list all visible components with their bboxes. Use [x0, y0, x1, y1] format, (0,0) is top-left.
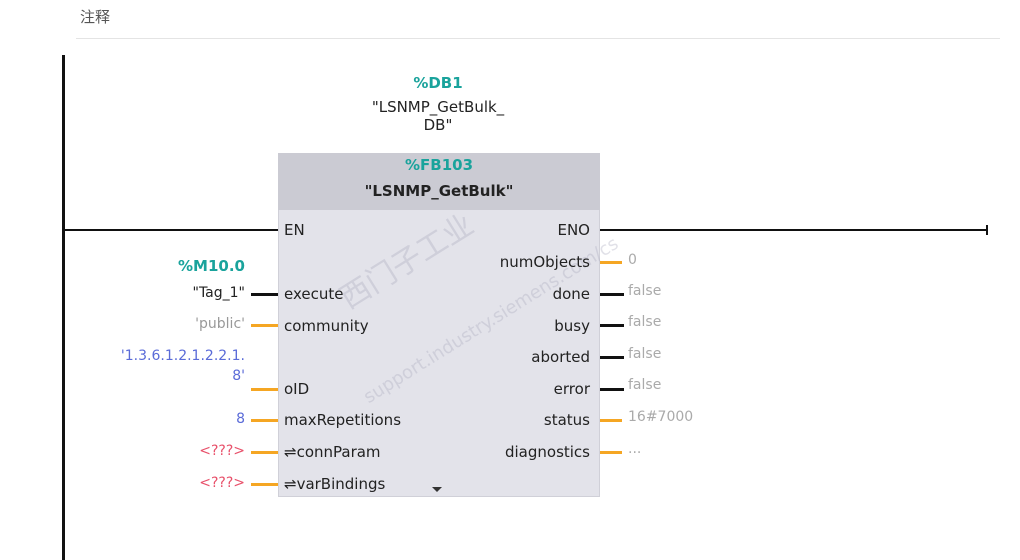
status-wire [600, 419, 622, 422]
pin-error: error [553, 380, 590, 398]
done-value: false [628, 283, 662, 299]
wire-end [986, 225, 988, 235]
execute-value[interactable]: "Tag_1" [192, 285, 246, 301]
error-value: false [628, 377, 662, 393]
block-name: "LSNMP_GetBulk" [364, 182, 514, 200]
maxrepetitions-wire [251, 419, 278, 422]
connparam-value[interactable]: <???> [199, 443, 245, 459]
expand-block-icon[interactable] [432, 487, 442, 492]
pin-eno: ENO [557, 221, 590, 239]
comment-label: 注释 [80, 8, 111, 26]
pin-done: done [552, 285, 590, 303]
oid-value-line1: '1.3.6.1.2.1.2.2.1. [120, 348, 245, 364]
eno-wire [600, 229, 988, 231]
block-address: %FB103 [404, 156, 474, 174]
error-wire [600, 388, 624, 391]
oid-wire [251, 388, 278, 391]
instance-db-address: %DB1 [413, 74, 463, 92]
aborted-value: false [628, 346, 662, 362]
function-block[interactable] [278, 153, 600, 497]
oid-value-line2: 8' [232, 368, 245, 384]
pin-varbindings: ⇌varBindings [284, 475, 386, 493]
network-comment-field[interactable]: 注释 [76, 0, 1000, 39]
maxrepetitions-value[interactable]: 8 [236, 411, 245, 427]
done-wire [600, 293, 624, 296]
community-value[interactable]: 'public' [195, 316, 245, 332]
diagnostics-value: ... [628, 441, 642, 457]
pin-execute: execute [284, 285, 344, 303]
numobjects-wire [600, 261, 622, 264]
execute-address: %M10.0 [178, 257, 245, 275]
oid-value[interactable]: '1.3.6.1.2.1.2.2.1. 8' [45, 348, 245, 384]
pin-community: community [284, 317, 369, 335]
diagnostics-wire [600, 451, 622, 454]
power-rail [62, 55, 65, 560]
busy-wire [600, 324, 624, 327]
pin-maxrepetitions: maxRepetitions [284, 411, 402, 429]
execute-wire [251, 293, 278, 296]
pin-numobjects: numObjects [499, 253, 590, 271]
instance-db-name[interactable]: "LSNMP_GetBulk_DB" [338, 98, 538, 134]
block-header [278, 153, 600, 210]
connparam-wire [251, 451, 278, 454]
en-wire [64, 229, 278, 231]
instance-db-name-line2: DB" [423, 116, 453, 134]
pin-oid: oID [284, 380, 310, 398]
pin-status: status [543, 411, 590, 429]
varbindings-value[interactable]: <???> [199, 475, 245, 491]
pin-busy: busy [554, 317, 590, 335]
varbindings-wire [251, 483, 278, 486]
community-wire [251, 324, 278, 327]
pin-connparam: ⇌connParam [284, 443, 381, 461]
status-value: 16#7000 [628, 409, 694, 425]
pin-aborted: aborted [531, 348, 590, 366]
instance-db-name-line1: "LSNMP_GetBulk_ [371, 98, 505, 116]
aborted-wire [600, 356, 624, 359]
busy-value: false [628, 314, 662, 330]
pin-en: EN [284, 221, 305, 239]
numobjects-value: 0 [628, 252, 637, 268]
pin-diagnostics: diagnostics [504, 443, 590, 461]
